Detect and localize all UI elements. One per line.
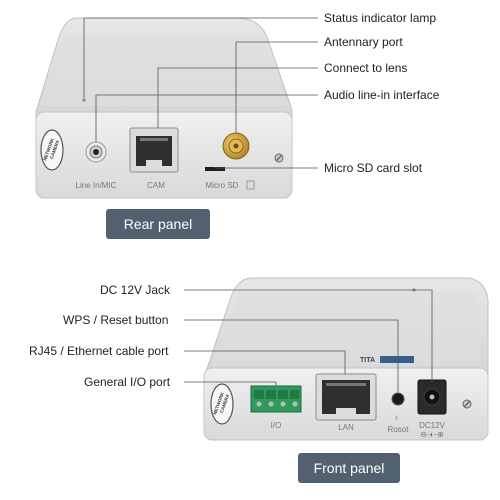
rear-callout-lines [83, 17, 318, 169]
callout-io-port: General I/O port [84, 375, 171, 389]
micro-sd-label: Micro SD [206, 181, 239, 190]
antenna-port [222, 132, 250, 160]
callout-antenna-port: Antennary port [324, 35, 403, 49]
cam-port [129, 127, 179, 173]
rear-device-top [40, 36, 288, 106]
lan-port [315, 373, 377, 421]
sd-icon [246, 180, 255, 190]
lan-label: LAN [338, 423, 354, 432]
front-device: TITA NETWORK CAMERA I/O [203, 277, 489, 441]
dc-jack [417, 379, 447, 415]
dc12v-label: DC12V [419, 421, 445, 430]
front-panel-tag: Front panel [298, 453, 400, 483]
reset-button [391, 392, 405, 406]
io-terminal-port [250, 385, 302, 413]
network-camera-logo: NETWORK CAMERA [40, 129, 64, 171]
micro-sd-slot [205, 167, 225, 171]
callout-wps-reset: WPS / Reset button [63, 313, 169, 327]
callout-rj45: RJ45 / Ethernet cable port [29, 344, 169, 358]
front-screw-icon [462, 399, 472, 409]
brand-label: TITA [360, 356, 414, 364]
logo-line-2: CAMERA [49, 139, 61, 160]
front-logo-line-2: CAMERA [219, 393, 231, 414]
reset-label: Rosot [388, 425, 410, 434]
callout-dc-jack: DC 12V Jack [100, 283, 171, 297]
rear-device: NETWORK CAMERA Line In/MIC CAM Micro SD [35, 17, 293, 199]
cam-label: CAM [147, 181, 165, 190]
callout-micro-sd: Micro SD card slot [324, 161, 423, 175]
polarity-icon: ⊖-◐-⊕ [420, 430, 444, 439]
brand-text: TITA [360, 357, 375, 364]
callout-connect-lens: Connect to lens [324, 61, 408, 75]
io-label: I/O [271, 421, 282, 430]
callout-status-lamp: Status indicator lamp [324, 11, 437, 25]
rear-panel-tag: Rear panel [106, 209, 210, 239]
line-in-label: Line In/MIC [76, 181, 117, 190]
front-callout-lines [184, 289, 433, 392]
front-network-camera-logo: NETWORK CAMERA [210, 383, 234, 425]
audio-line-in-port [85, 141, 107, 163]
screw-icon [274, 153, 284, 163]
wps-icon: ♁ [393, 412, 400, 422]
status-lamp [82, 98, 86, 102]
callout-audio-line-in: Audio line-in interface [324, 88, 440, 102]
front-device-top [212, 292, 480, 366]
